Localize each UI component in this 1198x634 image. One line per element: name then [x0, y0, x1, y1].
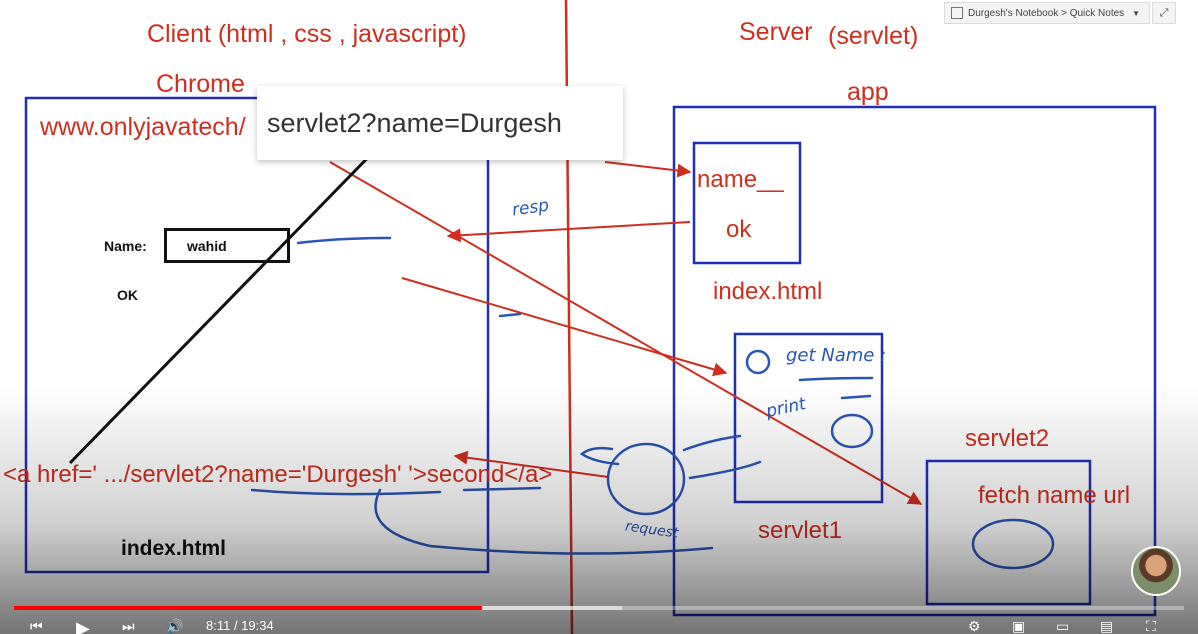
app-label: app — [847, 78, 889, 106]
form-field-label: name__ — [697, 166, 784, 193]
fetch-text: fetch name url — [978, 482, 1131, 509]
settings-icon[interactable]: ⚙ — [968, 618, 981, 634]
skip-back-icon[interactable]: ⏮ — [30, 618, 43, 634]
progress-bar[interactable] — [14, 606, 1184, 610]
form-ok-label: ok — [726, 216, 752, 243]
client-page-label: index.html — [121, 537, 227, 560]
server-index-label: index.html — [713, 278, 823, 305]
breadcrumb: Durgesh's Notebook > Quick Notes — [968, 7, 1125, 19]
ok-text: OK — [117, 287, 138, 303]
anchor-code: <a href=' .../servlet2?name='Durgesh' '>… — [3, 461, 553, 488]
client-heading: Client (html , css , javascript) — [147, 20, 467, 48]
blue-annotations — [250, 236, 1055, 570]
progress-played — [14, 606, 482, 610]
browser-window-box — [24, 96, 490, 574]
theater-icon[interactable]: ▭ — [1056, 618, 1070, 634]
notebook-icon — [951, 7, 963, 19]
chevron-down-icon[interactable]: ▼ — [1132, 8, 1141, 18]
request-arrow — [604, 161, 692, 178]
miniplayer-icon[interactable]: ▣ — [1012, 618, 1026, 634]
cast-icon[interactable]: ▤ — [1100, 618, 1114, 634]
play-icon[interactable]: ▶ — [76, 618, 90, 634]
server-heading: Server — [739, 18, 813, 46]
fullscreen-icon[interactable]: ⛶ — [1146, 618, 1156, 634]
time-display: 8:11 / 19:34 — [206, 618, 274, 633]
presenter-avatar — [1131, 546, 1181, 596]
submit-arrow — [401, 277, 728, 377]
browser-label: Chrome — [156, 70, 245, 98]
url-text: www.onlyjavatech/ — [40, 113, 246, 141]
servlet2-label: servlet2 — [965, 425, 1050, 452]
name-input-field[interactable]: wahid — [164, 228, 290, 263]
onenote-breadcrumb-bar[interactable]: Durgesh's Notebook > Quick Notes ▼ — [944, 2, 1150, 24]
next-icon[interactable]: ⏭ — [122, 618, 135, 634]
name-label: Name: — [104, 238, 147, 254]
server-type: (servlet) — [828, 22, 919, 50]
expand-icon[interactable]: ⤢ — [1152, 2, 1176, 24]
server-form-box — [692, 141, 802, 265]
getname-note: get Name : — [786, 345, 887, 366]
servlet1-label: servlet1 — [758, 517, 843, 544]
response-arrow — [446, 221, 691, 243]
url-popup: servlet2?name=Durgesh — [257, 86, 623, 160]
volume-icon[interactable]: 🔊 — [166, 618, 184, 634]
